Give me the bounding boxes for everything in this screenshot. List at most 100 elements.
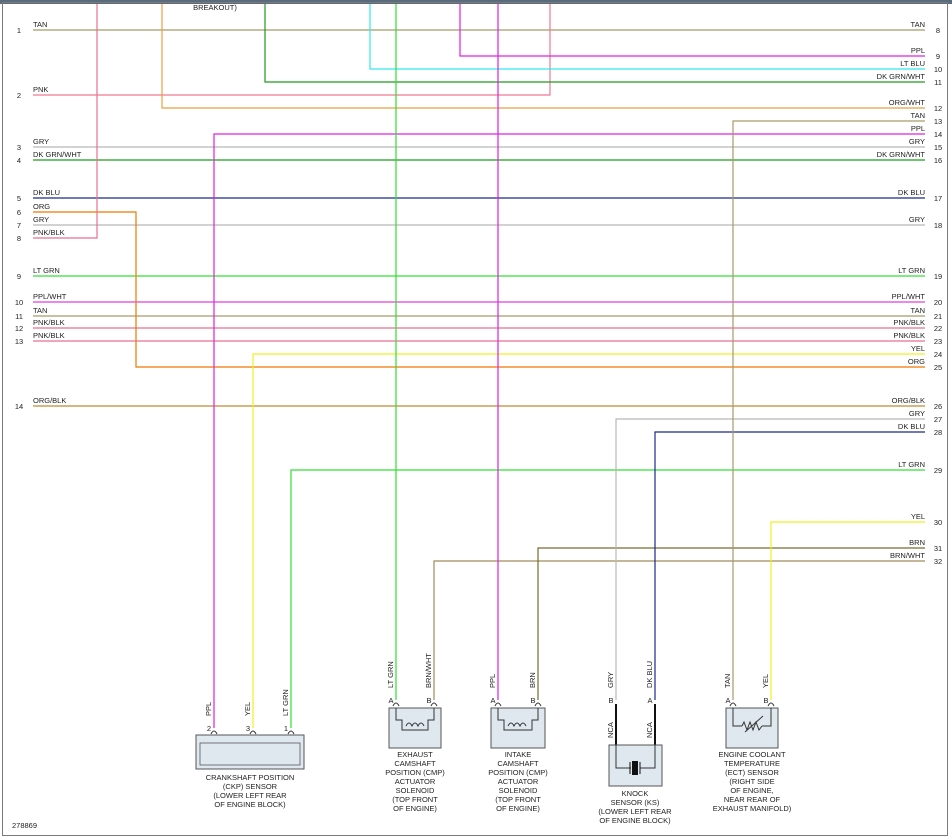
left-wire-label: GRY [33,215,49,224]
left-pin-number: 7 [17,221,21,230]
ks-nca-label: NCA [645,722,654,738]
ks-piezo-element [632,761,638,775]
right-pin-number: 12 [934,104,942,113]
left-wire-label: PPL/WHT [33,292,67,301]
right-wire-label: PPL/WHT [892,292,926,301]
ks-wire-label: GRY [606,672,615,688]
right-pin-number: 18 [934,221,942,230]
left-pin-number: 3 [17,143,21,152]
intake-cmp-pin-arrow [534,702,542,707]
right-wire-label: YEL [911,344,925,353]
wire-ect-yel [770,521,925,700]
ckp-sensor-inner [199,742,301,766]
ckp-wire-label: YEL [243,702,252,716]
right-pin-number: 26 [934,402,942,411]
ks-name: SENSOR (KS) [611,798,660,807]
intake-cmp-pin-label: B [530,696,535,705]
ect-name: (RIGHT SIDE [729,777,774,786]
right-pin-number: 8 [936,26,940,35]
left-pin-number: 14 [15,402,23,411]
ckp-sensor-name: (CKP) SENSOR [223,782,278,791]
intake-cmp-pin-label: A [490,696,495,705]
right-pin-number: 29 [934,466,942,475]
right-pin-number: 27 [934,415,942,424]
ks-pin-label: B [608,696,613,705]
intake-cmp-body [490,707,546,749]
ks-wire-internal [615,745,631,769]
right-wire-label: LT GRN [898,266,925,275]
wire-ckp-yel [252,353,925,728]
ect-lead [762,708,772,727]
ckp-pin-arrow [287,730,295,735]
exhaust-cmp-name: (TOP FRONT [392,795,438,804]
intake-cmp-coil [497,708,539,731]
right-pin-number: 9 [936,52,940,61]
ckp-wire-label: LT GRN [281,689,290,716]
intake-cmp-name: ACTUATOR [498,777,539,786]
left-wire-label: DK BLU [33,188,60,197]
ks-nca-label: NCA [606,722,615,738]
ect-name: (ECT) SENSOR [725,768,779,777]
exhaust-cmp-name: CAMSHAFT [394,759,436,768]
right-wire-label: BRN [909,538,925,547]
exhaust-cmp-pin-arrow [392,702,400,707]
left-pin-number: 4 [17,156,21,165]
intake-cmp-name: OF ENGINE) [496,804,540,813]
right-wire-label: GRY [909,137,925,146]
exhaust-cmp-pin-arrow [430,702,438,707]
intake-cmp-wire-label: PPL [488,674,497,688]
intake-cmp-coil-winding [507,722,527,728]
ckp-pin-label: 2 [207,724,211,733]
ckp-sensor-name: OF ENGINE BLOCK) [214,800,286,809]
ect-name: OF ENGINE, [730,786,773,795]
wire-pnk-blk-up [33,4,98,239]
ect-name: NEAR REAR OF [724,795,781,804]
ect-pin-arrow [729,702,737,707]
left-pin-number: 8 [17,234,21,243]
wire-exh-brnwht [433,560,925,700]
intake-cmp-name: (TOP FRONT [495,795,541,804]
intake-cmp-name: SOLENOID [499,786,538,795]
right-wire-label: TAN [911,111,925,120]
ckp-pin-arrow [210,730,218,735]
right-wire-label: TAN [911,20,925,29]
left-pin-number: 6 [17,208,21,217]
ect-wire-label: TAN [723,674,732,688]
right-wire-label: LT BLU [900,59,925,68]
left-wire-label: ORG/BLK [33,396,66,405]
exhaust-cmp-name: SOLENOID [396,786,435,795]
right-pin-number: 11 [934,78,942,87]
ect-pin-label: A [725,696,730,705]
top-note: BREAKOUT) [193,3,237,12]
ect-thermistor-arrow [744,715,764,733]
right-wire-label: DK BLU [898,188,925,197]
ks-name: (LOWER LEFT REAR [598,807,672,816]
ks-pin-label: A [647,696,652,705]
right-wire-label: LT GRN [898,460,925,469]
intake-cmp-name: CAMSHAFT [497,759,539,768]
exhaust-cmp-name: POSITION (CMP) [385,768,445,777]
wire-ks-gry [615,418,925,700]
right-wire-label: DK GRN/WHT [877,72,926,81]
right-wire-label: PPL [911,46,925,55]
right-wire-label: ORG [908,357,925,366]
ckp-sensor-name: (LOWER LEFT REAR [213,791,287,800]
left-pin-number: 11 [15,312,23,321]
right-pin-number: 30 [934,518,942,527]
ect-name: TEMPERATURE [724,759,780,768]
right-wire-label: GRY [909,215,925,224]
exhaust-cmp-wire-label: LT GRN [386,661,395,688]
exhaust-cmp-body [388,707,442,749]
right-pin-number: 17 [934,194,942,203]
right-pin-number: 28 [934,428,942,437]
intake-cmp-pin-arrow [494,702,502,707]
exhaust-cmp-coil-winding [405,722,425,728]
right-pin-number: 31 [934,544,942,553]
ks-name: OF ENGINE BLOCK) [599,816,671,825]
ckp-wire-label: PPL [204,702,213,716]
exhaust-cmp-coil [395,708,435,731]
left-wire-label: ORG [33,202,50,211]
wire-lt-blu [369,4,925,70]
